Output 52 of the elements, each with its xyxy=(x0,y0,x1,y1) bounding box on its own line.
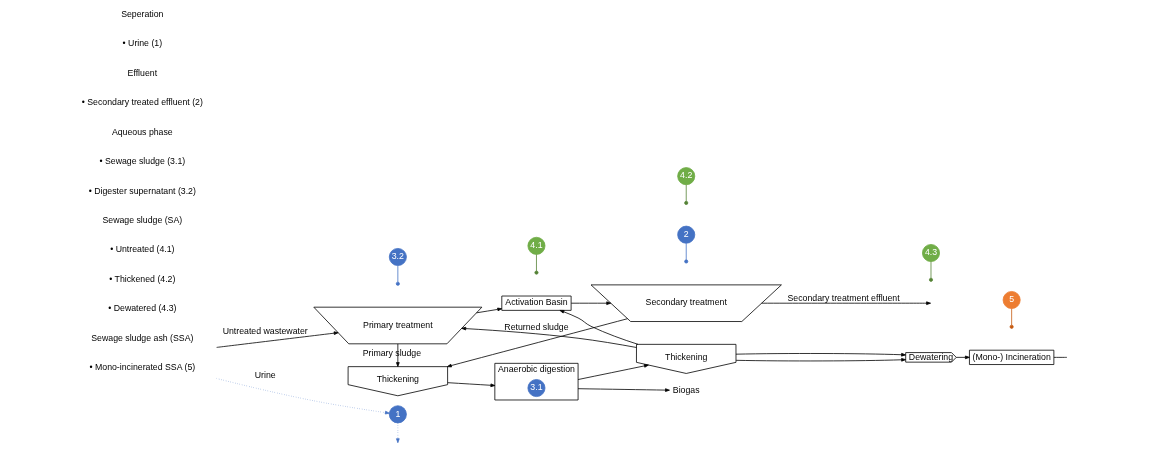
node-circle: 4.3 xyxy=(922,244,940,262)
label: • Mono-incinerated SSA (5) xyxy=(89,362,196,373)
node-circle: 3.1 xyxy=(527,379,546,397)
edge-label: Primary sludge xyxy=(362,347,422,358)
arrow xyxy=(216,378,390,415)
edge-label: Secondary treatment effluent xyxy=(787,292,900,303)
label: • Dewatered (4.3) xyxy=(108,303,177,314)
node-circle: 1 xyxy=(388,405,407,424)
edge-label: Returned sludge xyxy=(504,321,569,332)
node-circle: 3.2 xyxy=(388,248,407,266)
node-circle: 4.1 xyxy=(527,236,546,255)
arrow xyxy=(577,388,670,392)
arrow xyxy=(735,358,906,362)
arrow xyxy=(216,331,339,348)
label: • Untreated (4.1) xyxy=(110,244,175,255)
connector xyxy=(1011,308,1013,326)
arrow xyxy=(396,422,400,444)
arrow xyxy=(577,364,649,380)
node-circle: 4.2 xyxy=(677,167,696,186)
arrow xyxy=(446,318,628,368)
label: Sewage sludge ash (SSA) xyxy=(91,332,194,343)
connector xyxy=(930,261,932,279)
arrow xyxy=(461,326,637,348)
node-box: Activation Basin xyxy=(501,295,572,311)
edge-label: Urine xyxy=(254,369,276,380)
arrow xyxy=(447,382,496,388)
arrow xyxy=(570,301,612,305)
connector xyxy=(685,242,687,261)
node-circle: 5 xyxy=(1002,291,1021,309)
edge-label: Untreated wastewater xyxy=(222,326,308,337)
arrow xyxy=(955,355,970,360)
label: Sewage sludge (SA) xyxy=(102,214,183,225)
label: Aqueous phase xyxy=(111,126,173,137)
arrow xyxy=(735,352,906,357)
label: • Digester supernatant (3.2) xyxy=(88,185,196,196)
connector xyxy=(685,184,687,202)
label: Seperation xyxy=(121,8,164,19)
node-text: Biogas xyxy=(672,384,700,395)
arrow xyxy=(559,310,639,345)
connector xyxy=(1053,356,1068,358)
node-circle: 2 xyxy=(677,225,696,244)
connector xyxy=(397,265,399,283)
arrow xyxy=(761,301,931,305)
label: • Secondary treated effluent (2) xyxy=(81,97,203,108)
label: • Urine (1) xyxy=(122,38,163,49)
label: Effluent xyxy=(127,67,158,78)
connector xyxy=(536,254,537,272)
arrow xyxy=(396,343,400,367)
node-box: (Mono-) Incineration xyxy=(969,349,1055,365)
label: • Sewage sludge (3.1) xyxy=(99,156,186,167)
label: • Thickened (4.2) xyxy=(109,273,176,284)
arrow xyxy=(476,307,503,314)
